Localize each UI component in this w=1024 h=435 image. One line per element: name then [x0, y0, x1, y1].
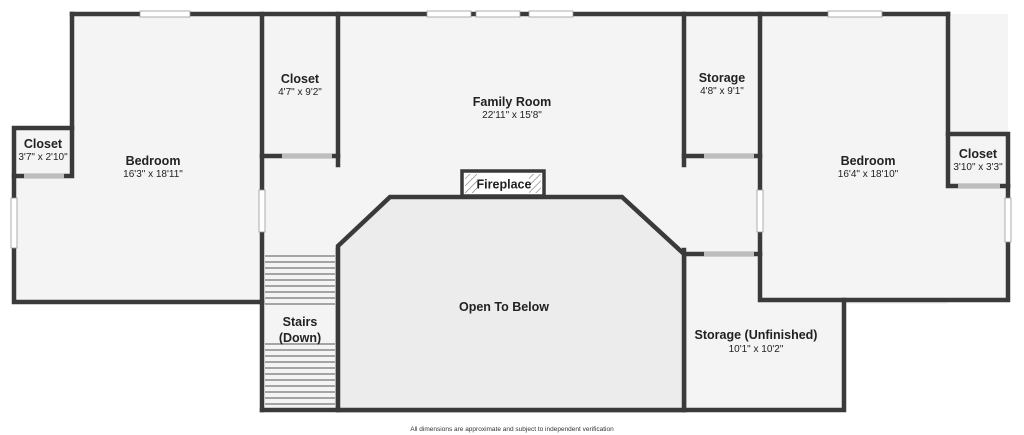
bedroom-right-dims: 16'4" x 18'10": [838, 169, 899, 180]
fireplace-label: Fireplace: [477, 178, 532, 192]
bedroom-right-name: Bedroom: [841, 154, 896, 168]
door-openings: [24, 153, 1000, 257]
open-to-below-area: [335, 194, 687, 413]
family-room-dims: 22'11" x 15'8": [482, 110, 542, 121]
closet-right-small-name: Closet: [959, 147, 998, 161]
stairs-label-line2: (Down): [279, 331, 321, 345]
windows: [10, 10, 1012, 249]
fireplace-hatch-right: [529, 174, 541, 193]
closet-left-small-dims: 3'7" x 2'10": [18, 152, 68, 163]
stair-treads: [265, 255, 335, 405]
storage-unfinished-name: Storage (Unfinished): [695, 328, 818, 342]
closet-center-name: Closet: [281, 72, 320, 86]
closet-right-small-dims: 3'10" x 3'3": [953, 162, 1003, 173]
closet-left-small-name: Closet: [24, 137, 63, 151]
disclaimer-text: All dimensions are approximate and subje…: [410, 426, 614, 433]
storage-top-name: Storage: [699, 71, 746, 85]
family-room-name: Family Room: [473, 95, 552, 109]
open-to-below-label: Open To Below: [459, 300, 549, 314]
storage-unfinished-dims: 10'1" x 10'2": [729, 344, 784, 355]
closet-center-dims: 4'7" x 9'2": [278, 87, 322, 98]
storage-top-dims: 4'8" x 9'1": [700, 86, 744, 97]
bedroom-left-dims: 16'3" x 18'11": [123, 169, 183, 180]
fireplace-hatch-left: [465, 174, 477, 193]
stairs-label-line1: Stairs: [283, 315, 318, 329]
bedroom-left-name: Bedroom: [126, 154, 181, 168]
